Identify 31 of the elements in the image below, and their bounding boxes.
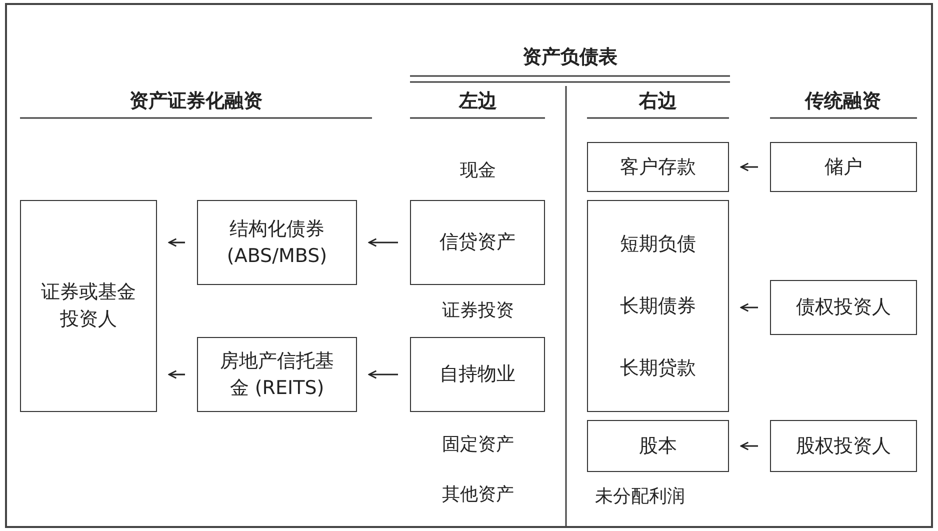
arrow	[168, 370, 185, 379]
column-heading: 右边	[639, 89, 677, 114]
label: 其他资产	[442, 483, 514, 506]
box: 自持物业	[410, 337, 545, 412]
box: 客户存款	[587, 142, 729, 192]
label: 固定资产	[442, 433, 514, 456]
section-heading: 资产证券化融资	[130, 89, 262, 114]
box-text: 长期债券	[620, 294, 696, 319]
label: 证券投资	[442, 299, 514, 322]
arrow	[368, 238, 398, 247]
box: 股本	[587, 420, 729, 472]
arrow	[740, 442, 758, 450]
box: 结构化债券 (ABS/MBS)	[197, 200, 357, 285]
label: 未分配利润	[595, 485, 685, 508]
box	[587, 200, 729, 412]
box: 证券或基金投资人	[20, 200, 157, 412]
box-text: 长期贷款	[620, 356, 696, 381]
box: 债权投资人	[770, 280, 917, 335]
arrow	[168, 238, 185, 247]
column-heading: 左边	[459, 89, 497, 114]
box: 股权投资人	[770, 420, 917, 472]
section-heading: 传统融资	[805, 89, 881, 114]
label: 现金	[460, 159, 496, 182]
arrow	[740, 162, 758, 172]
title: 资产负债表	[522, 45, 618, 70]
box: 储户	[770, 142, 917, 192]
box: 信贷资产	[410, 200, 545, 285]
arrow	[368, 370, 398, 379]
box: 房地产信托基金 (REITS)	[197, 337, 357, 412]
arrow	[740, 303, 758, 312]
box-text: 短期负债	[620, 232, 696, 257]
